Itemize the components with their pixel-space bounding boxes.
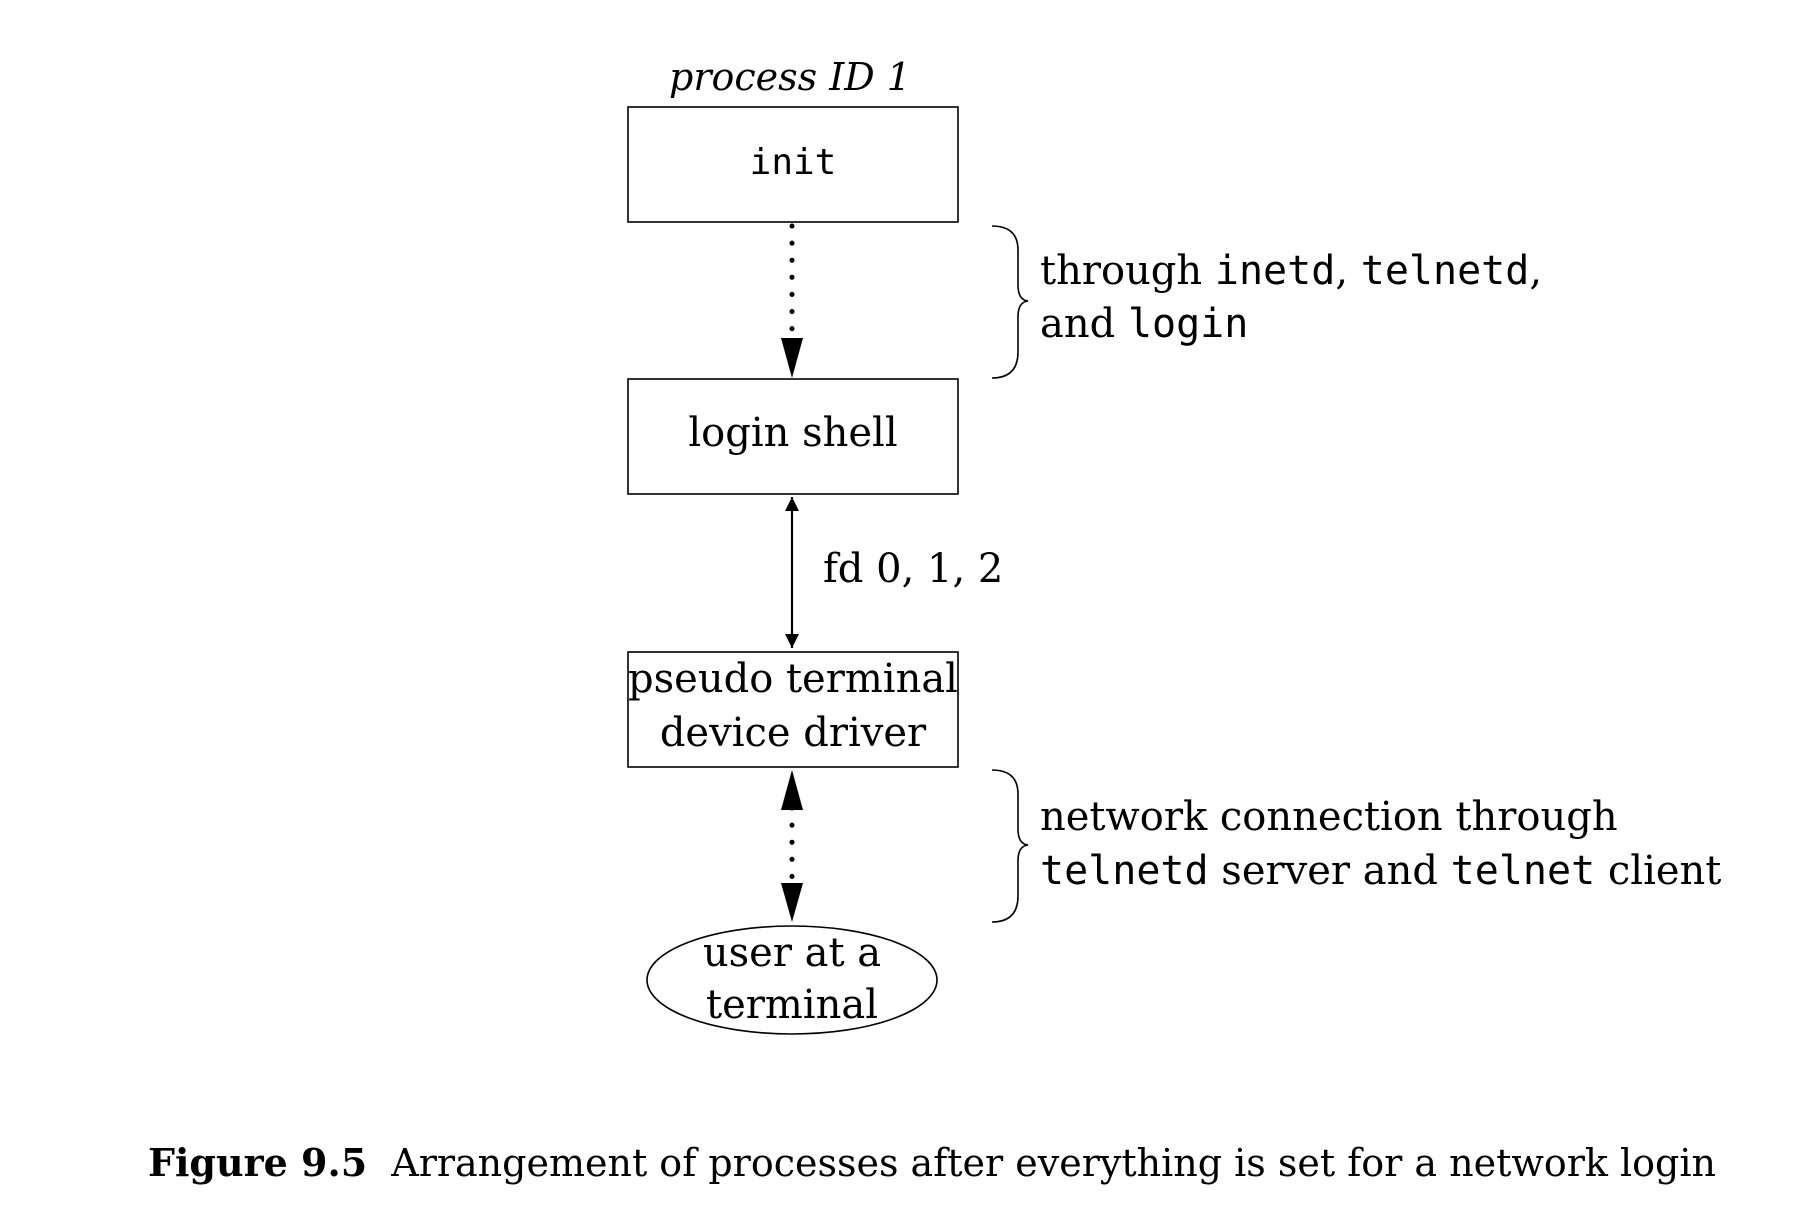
figure-caption: Figure 9.5 Arrangement of processes afte… xyxy=(148,1140,1716,1185)
login-shell-node: login shell xyxy=(627,378,959,495)
login-shell-box xyxy=(627,378,959,495)
user-label-line2: terminal xyxy=(706,982,878,1028)
telnetd-server-code: telnetd xyxy=(1040,848,1209,894)
through-sep: , xyxy=(1335,248,1348,294)
user-label-line1: user at a xyxy=(703,930,881,976)
brace-network xyxy=(991,769,1029,923)
server-and-text: server and xyxy=(1221,848,1438,894)
through-prefix: through xyxy=(1040,248,1202,294)
fd-label: fd 0, 1, 2 xyxy=(823,546,1003,592)
pty-node: pseudo terminal device driver xyxy=(627,651,959,768)
arrowhead-shell xyxy=(781,338,803,378)
client-text: client xyxy=(1608,848,1722,894)
init-box xyxy=(627,106,959,223)
login-code: login xyxy=(1128,301,1248,347)
through-annotation-line1: through inetd, telnetd, xyxy=(1040,248,1542,294)
caption-text: Arrangement of processes after everythin… xyxy=(390,1141,1716,1185)
brace-through xyxy=(991,225,1029,379)
network-annotation-line2: telnetd server and telnet client xyxy=(1040,848,1721,894)
pty-label-line2: device driver xyxy=(660,710,927,756)
telnetd-code: telnetd xyxy=(1361,248,1530,294)
through-end: , xyxy=(1529,248,1542,294)
login-shell-label: login shell xyxy=(688,410,897,456)
inetd-code: inetd xyxy=(1215,248,1335,294)
through-annotation-line2: and login xyxy=(1040,301,1248,347)
process-id-label: process ID 1 xyxy=(669,55,911,99)
init-node: init xyxy=(627,106,959,223)
telnet-client-code: telnet xyxy=(1451,848,1596,894)
pty-label-line1: pseudo terminal xyxy=(628,656,958,702)
arrowhead-pty xyxy=(781,770,803,810)
arrowhead-user xyxy=(781,883,803,922)
and-prefix: and xyxy=(1040,301,1115,347)
init-label: init xyxy=(750,142,837,183)
caption-label: Figure 9.5 xyxy=(148,1140,367,1185)
user-terminal-ellipse xyxy=(646,925,938,1035)
network-annotation-line1: network connection through xyxy=(1040,794,1618,840)
pty-box xyxy=(627,651,959,768)
user-terminal-node: user at a terminal xyxy=(646,925,938,1035)
